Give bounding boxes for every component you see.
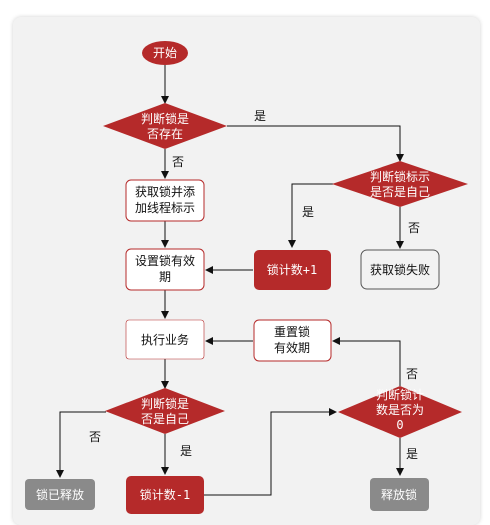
node-get-lock-failed-label: 获取锁失败 bbox=[370, 262, 430, 277]
edge-countzero-no-to-reset bbox=[332, 337, 401, 386]
node-execute-label: 执行业务 bbox=[141, 332, 189, 347]
decision-count-zero-line3: 0 bbox=[396, 418, 403, 432]
node-release-lock: 释放锁 bbox=[370, 478, 429, 511]
edge-selfid-yes-to-plus bbox=[288, 183, 334, 248]
decision-lock-exists-line2: 否存在 bbox=[147, 127, 183, 141]
decision-count-zero-line2: 数是否为 bbox=[376, 402, 424, 417]
edges bbox=[56, 65, 404, 496]
decision-count-is-zero: 判断锁计 数是否为 0 bbox=[338, 386, 462, 438]
decision-self-release-line1: 判断锁是 bbox=[141, 396, 189, 411]
label-yes-selfrelease: 是 bbox=[180, 444, 192, 458]
decision-self-id-line1: 判断锁标示 bbox=[370, 169, 430, 184]
edge-selfrelease-no-to-released bbox=[56, 411, 106, 478]
label-no-countzero: 否 bbox=[406, 367, 418, 381]
decision-lock-is-self-release: 判断锁是 否是自己 bbox=[105, 388, 225, 434]
decision-lock-id-is-self: 判断锁标示 是否是自己 bbox=[332, 161, 468, 207]
decision-self-release-line2: 否是自己 bbox=[141, 412, 189, 426]
node-lock-already-released: 锁已释放 bbox=[25, 479, 95, 510]
label-no-selfid: 否 bbox=[408, 221, 420, 235]
decision-count-zero-line1: 判断锁计 bbox=[376, 387, 424, 402]
edge-labels: 是 否 是 否 否 否 是 是 bbox=[89, 109, 420, 461]
edge-minus-to-countzero bbox=[204, 408, 337, 496]
node-count-plus: 锁计数+1 bbox=[254, 250, 331, 290]
node-get-lock: 获取锁并添 加线程标示 bbox=[125, 179, 205, 222]
node-reset-expire-line2: 有效期 bbox=[274, 340, 310, 355]
node-get-lock-failed: 获取锁失败 bbox=[360, 249, 440, 290]
node-start: 开始 bbox=[142, 41, 188, 65]
edge-exists-yes-to-selfid bbox=[227, 125, 404, 162]
node-start-label: 开始 bbox=[153, 46, 177, 60]
node-get-lock-line2: 加线程标示 bbox=[135, 200, 195, 215]
decision-lock-exists-line1: 判断锁是 bbox=[141, 111, 189, 126]
node-set-expire: 设置锁有效 期 bbox=[125, 248, 205, 291]
node-reset-expire-line1: 重置锁 bbox=[274, 324, 310, 339]
node-set-expire-line2: 期 bbox=[159, 270, 171, 284]
node-execute: 执行业务 bbox=[125, 319, 205, 360]
label-no-selfrelease: 否 bbox=[89, 430, 101, 444]
decision-self-id-line2: 是否是自己 bbox=[370, 185, 430, 199]
node-lock-already-released-label: 锁已释放 bbox=[36, 487, 84, 502]
node-count-minus: 锁计数-1 bbox=[126, 476, 204, 514]
label-yes-selfid: 是 bbox=[302, 205, 314, 219]
decision-lock-exists: 判断锁是 否存在 bbox=[103, 103, 227, 149]
label-no-exists: 否 bbox=[172, 155, 184, 169]
node-count-plus-label: 锁计数+1 bbox=[267, 262, 317, 277]
node-reset-expire: 重置锁 有效期 bbox=[253, 319, 332, 362]
node-set-expire-line1: 设置锁有效 bbox=[135, 253, 195, 268]
node-count-minus-label: 锁计数-1 bbox=[140, 487, 190, 502]
label-yes-countzero: 是 bbox=[406, 447, 418, 461]
node-release-lock-label: 释放锁 bbox=[381, 487, 417, 502]
label-yes-exists: 是 bbox=[254, 109, 266, 123]
node-get-lock-line1: 获取锁并添 bbox=[135, 184, 195, 199]
